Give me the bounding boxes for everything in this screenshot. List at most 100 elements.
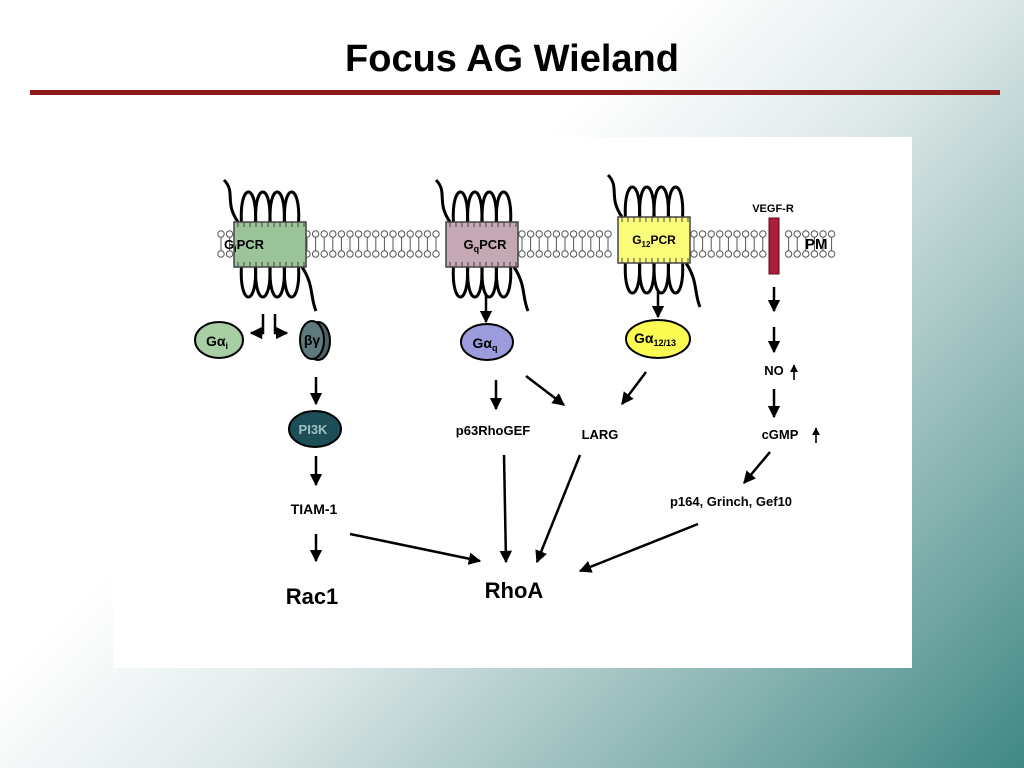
lipid-head-top bbox=[587, 230, 595, 238]
lipid-head-bottom bbox=[552, 250, 561, 258]
lipid-head-top bbox=[535, 230, 543, 238]
lipid-head-bottom bbox=[569, 250, 578, 258]
lipid-head-top bbox=[389, 230, 397, 238]
title-rule bbox=[30, 90, 1000, 95]
receptor-intracellular-loop bbox=[466, 266, 484, 299]
gq-receptor bbox=[434, 178, 530, 312]
g-alpha-12-13-label: Gα12/13 bbox=[634, 330, 676, 348]
vegfr-receptor bbox=[768, 217, 780, 275]
arrow-tiam1-rhoa bbox=[349, 532, 482, 565]
plasma-membrane bbox=[217, 230, 836, 258]
lipid-head-bottom bbox=[389, 250, 397, 258]
larg-label: LARG bbox=[582, 427, 619, 442]
receptor-c-terminus bbox=[300, 266, 318, 312]
gi-receptor bbox=[222, 178, 318, 312]
receptor-intracellular-loop bbox=[239, 266, 257, 299]
lipid-head-bottom bbox=[415, 250, 423, 258]
p63rhogef-label: p63RhoGEF bbox=[456, 423, 530, 438]
lipid-head-top bbox=[320, 230, 328, 238]
receptor-extracellular-loop bbox=[495, 190, 513, 223]
p164-label: p164, Grinch, Gef10 bbox=[670, 494, 792, 509]
arrow-cgmp-p164 bbox=[743, 451, 771, 484]
lipid-head-bottom bbox=[354, 250, 363, 258]
lipid-head-top bbox=[552, 230, 561, 238]
lipid-head-bottom bbox=[827, 250, 836, 258]
lipid-head-bottom bbox=[561, 250, 569, 258]
lipid-head-top bbox=[415, 230, 423, 238]
lipid-head-bottom bbox=[372, 250, 380, 258]
receptor-extracellular-loop bbox=[268, 190, 286, 223]
lipid-head-top bbox=[569, 230, 578, 238]
lipid-head-bottom bbox=[733, 250, 741, 258]
lipid-head-top bbox=[759, 230, 767, 238]
receptor-extracellular-loop bbox=[254, 190, 272, 223]
g-alpha-i-node bbox=[194, 321, 244, 359]
receptor-intracellular-loop bbox=[268, 266, 286, 299]
receptor-body bbox=[445, 221, 519, 268]
pi3k-label: PI3K bbox=[299, 422, 329, 437]
g12-receptor-label: G12PCR bbox=[632, 233, 676, 249]
lipid-head-top bbox=[423, 230, 432, 238]
lipid-head-top bbox=[561, 230, 569, 238]
lipid-head-top bbox=[604, 230, 612, 238]
lipid-head-top bbox=[578, 230, 586, 238]
arrow-larg-rhoa bbox=[535, 454, 582, 564]
lipid-head-bottom bbox=[535, 250, 543, 258]
receptor-body bbox=[233, 221, 307, 268]
lipid-head-top bbox=[707, 230, 715, 238]
lipid-head-bottom bbox=[518, 250, 526, 258]
lipid-head-bottom bbox=[320, 250, 328, 258]
lipid-head-bottom bbox=[578, 250, 586, 258]
lipid-head-top bbox=[827, 230, 836, 238]
receptor-extracellular-loop bbox=[480, 190, 498, 223]
receptor-intracellular-loop bbox=[638, 262, 656, 295]
lipid-head-bottom bbox=[604, 250, 612, 258]
tiam1-label: TIAM-1 bbox=[291, 501, 338, 517]
diagram-panel: PM GiPCR GqPCR G12PCR VEGF-R Gαi βγ PI3K… bbox=[113, 137, 912, 668]
lipid-head-bottom bbox=[784, 250, 793, 258]
receptor-extracellular-loop bbox=[283, 190, 301, 223]
lipid-head-top bbox=[724, 230, 733, 238]
lipid-head-top bbox=[406, 230, 414, 238]
lipid-head-top bbox=[526, 230, 535, 238]
receptor-intracellular-loop bbox=[283, 266, 301, 299]
receptor-intracellular-loop bbox=[495, 266, 513, 299]
receptor-extracellular-loop bbox=[466, 190, 484, 223]
lipid-head-bottom bbox=[423, 250, 432, 258]
receptor-c-terminus bbox=[684, 262, 702, 308]
lipid-head-top bbox=[354, 230, 363, 238]
lipid-head-bottom bbox=[698, 250, 707, 258]
lipid-head-top bbox=[329, 230, 337, 238]
rhoa-label: RhoA bbox=[485, 578, 544, 603]
gq-receptor-label: GqPCR bbox=[463, 237, 507, 254]
arrow-galphaq-larg bbox=[525, 375, 565, 406]
lipid-head-top bbox=[432, 230, 440, 238]
lipid-head-bottom bbox=[432, 250, 440, 258]
lipid-head-top bbox=[544, 230, 552, 238]
slide-title: Focus AG Wieland bbox=[345, 38, 679, 80]
lipid-head-bottom bbox=[716, 250, 724, 258]
receptor-extracellular-loop bbox=[667, 185, 685, 218]
vegfr-label: VEGF-R bbox=[752, 203, 794, 215]
no-label: NO bbox=[764, 363, 784, 378]
lipid-head-top bbox=[518, 230, 526, 238]
g-alpha-12-13-node bbox=[625, 319, 691, 359]
lipid-head-top bbox=[690, 230, 698, 238]
lipid-head-top bbox=[733, 230, 741, 238]
receptor-n-terminus bbox=[222, 178, 240, 223]
receptor-extracellular-loop bbox=[239, 190, 257, 223]
g-alpha-q-label: Gαq bbox=[473, 335, 498, 353]
lipid-head-top bbox=[346, 230, 354, 238]
lipid-head-bottom bbox=[337, 250, 346, 258]
lipid-head-top bbox=[750, 230, 758, 238]
beta-gamma-label: βγ bbox=[304, 332, 321, 348]
lipid-head-bottom bbox=[311, 250, 320, 258]
lipid-head-top bbox=[397, 230, 406, 238]
g12-receptor bbox=[606, 173, 702, 308]
lipid-head-bottom bbox=[363, 250, 371, 258]
lipid-head-top bbox=[716, 230, 724, 238]
arrow-p164-rhoa bbox=[578, 522, 699, 573]
receptor-extracellular-loop bbox=[623, 185, 641, 218]
cgmp-label: cGMP bbox=[762, 427, 799, 442]
receptor-n-terminus bbox=[434, 178, 452, 223]
